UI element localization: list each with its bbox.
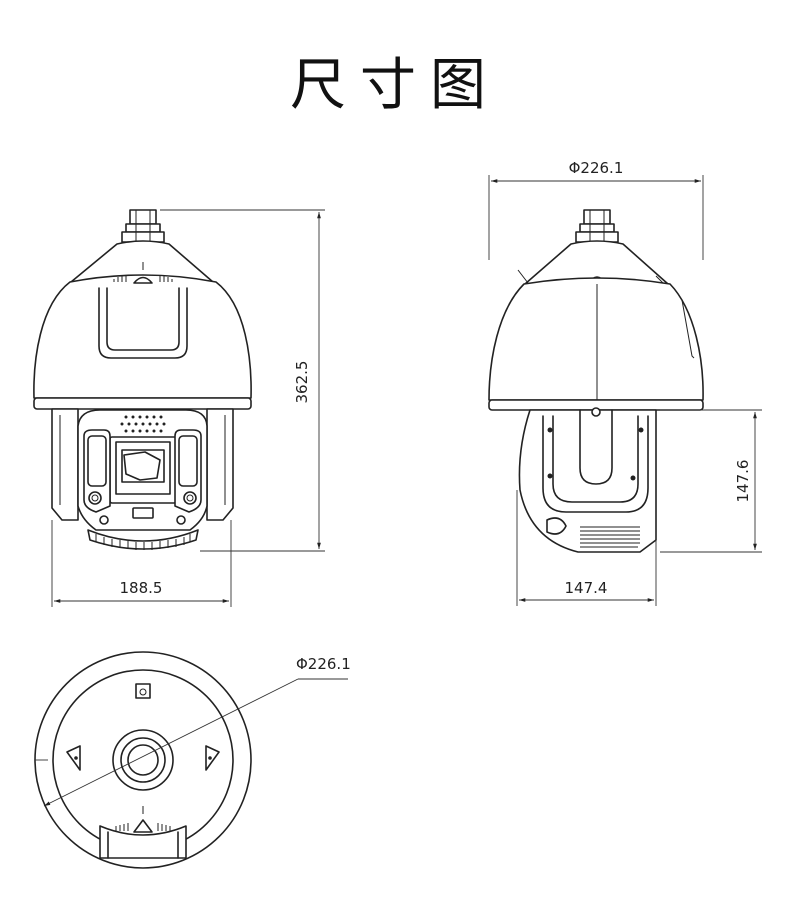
front-height-label: 362.5 <box>293 361 311 404</box>
bottom-diameter-label: Φ226.1 <box>296 655 351 673</box>
front-width-label: 188.5 <box>120 579 163 597</box>
side-fins <box>580 526 640 548</box>
bottom-view: Φ226.1 <box>34 651 351 869</box>
side-view: Φ226.1 147.6 147.4 <box>488 159 762 606</box>
front-top-connector <box>121 209 165 243</box>
front-cap-details <box>113 262 173 284</box>
page-title: 尺寸图 <box>290 53 500 118</box>
front-bottom-ribs <box>95 534 191 550</box>
side-diameter-label: Φ226.1 <box>569 159 624 177</box>
front-view: 362.5 188.5 <box>33 209 325 607</box>
front-dome <box>33 274 252 399</box>
side-bracket-width-label: 147.4 <box>565 579 608 597</box>
front-speaker-grille <box>120 415 166 433</box>
side-bracket-height-label: 147.6 <box>734 460 752 503</box>
